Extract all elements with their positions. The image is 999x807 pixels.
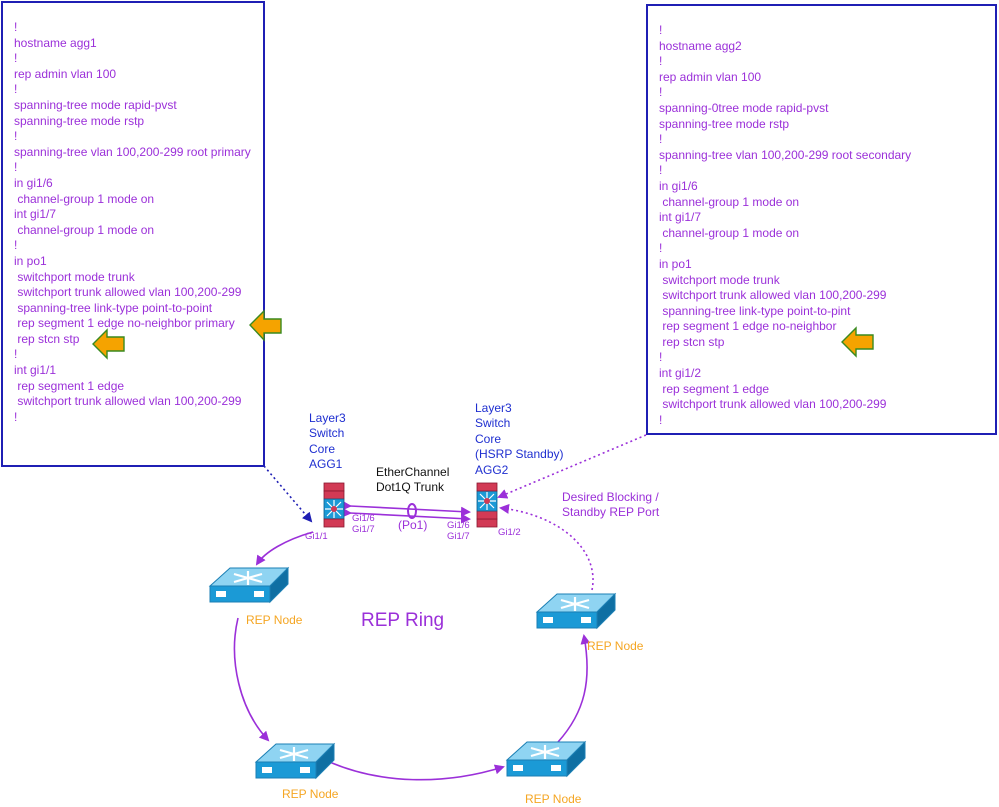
config-line: spanning-tree link-type point-to-point — [14, 300, 213, 315]
agg1-callout-connector — [263, 465, 313, 523]
agg1-port-gi1-6-7: Gi1/6 Gi1/7 — [352, 513, 375, 535]
agg1-core-switch-icon — [323, 482, 345, 528]
config-line: channel-group 1 mode on — [14, 222, 155, 237]
config-line: int gi1/2 — [659, 366, 702, 381]
config-line: ! — [14, 347, 18, 362]
config-line: channel-group 1 mode on — [14, 191, 155, 206]
config-line: spanning-tree link-type point-to-pint — [659, 303, 851, 318]
ring-link-node2-node3 — [324, 759, 505, 781]
config-line: ! — [14, 51, 18, 66]
config-line: in gi1/6 — [14, 175, 53, 190]
config-line: in po1 — [659, 256, 692, 271]
agg2-callout-connector — [497, 434, 647, 499]
rep-node-1-label: REP Node — [246, 613, 303, 627]
rep-node-2-icon — [254, 742, 336, 780]
config-line: spanning-0tree mode rapid-pvst — [659, 100, 829, 115]
config-line: spanning-tree vlan 100,200-299 root prim… — [14, 144, 251, 159]
agg1-config-box: !hostname agg1!rep admin vlan 100!spanni… — [1, 1, 265, 467]
config-line: ! — [14, 409, 18, 424]
config-line: ! — [14, 82, 18, 97]
rep-node-4-label: REP Node — [587, 639, 644, 653]
config-line: ! — [659, 23, 663, 37]
orange-arrow-icon — [92, 328, 125, 360]
ring-link-agg1-node1 — [255, 531, 314, 566]
config-line: switchport trunk allowed vlan 100,200-29… — [14, 285, 242, 300]
config-line: ! — [659, 54, 663, 69]
config-line: rep segment 1 edge no-neighbor primary — [14, 316, 235, 331]
agg2-config-box: !hostname agg2!rep admin vlan 100!spanni… — [646, 4, 997, 435]
config-line: ! — [659, 132, 663, 147]
config-line: ! — [14, 160, 18, 175]
rep-node-4-icon — [535, 592, 617, 630]
rep-node-3-icon — [505, 740, 587, 778]
orange-arrow-icon — [249, 309, 282, 342]
config-line: switchport mode trunk — [659, 272, 780, 287]
config-line: rep stcn stp — [659, 334, 725, 349]
agg2-config-lines: !hostname agg2!rep admin vlan 100!spanni… — [659, 23, 911, 428]
config-line: rep admin vlan 100 — [659, 69, 762, 84]
config-line: spanning-tree mode rstp — [659, 116, 790, 131]
etherchannel-label: EtherChannel Dot1Q Trunk — [376, 465, 450, 495]
config-line: rep admin vlan 100 — [14, 66, 117, 81]
agg2-port-gi1-2: Gi1/2 — [498, 527, 521, 538]
orange-arrow-icon — [841, 326, 874, 358]
config-line: int gi1/7 — [14, 207, 57, 222]
ring-link-node3-node4 — [557, 634, 591, 743]
agg1-config-lines: !hostname agg1!rep admin vlan 100!spanni… — [14, 20, 251, 425]
config-line: switchport trunk allowed vlan 100,200-29… — [659, 288, 887, 303]
po1-label: (Po1) — [398, 518, 428, 532]
rep-ring-label: REP Ring — [361, 610, 445, 631]
config-line: ! — [659, 412, 663, 427]
rep-node-1-icon — [208, 566, 290, 604]
config-line: rep segment 1 edge — [14, 378, 125, 393]
ring-link-node1-node2 — [233, 617, 270, 742]
config-line: int gi1/1 — [14, 363, 57, 378]
agg1-label: Layer3 Switch Core AGG1 — [309, 411, 346, 472]
config-line: hostname agg2 — [659, 38, 742, 53]
config-line: hostname agg1 — [14, 35, 97, 50]
config-line: switchport trunk allowed vlan 100,200-29… — [659, 397, 887, 412]
agg1-port-gi1-1: Gi1/1 — [305, 531, 328, 542]
config-line: ! — [659, 350, 663, 365]
config-line: switchport mode trunk — [14, 269, 135, 284]
config-line: in gi1/6 — [659, 178, 698, 193]
config-line: switchport trunk allowed vlan 100,200-29… — [14, 394, 242, 409]
config-line: ! — [14, 238, 18, 253]
rep-node-2-label: REP Node — [282, 787, 339, 801]
config-line: in po1 — [14, 253, 47, 268]
config-line: ! — [14, 20, 18, 34]
config-line: int gi1/7 — [659, 210, 702, 225]
config-line: rep segment 1 edge no-neighbor — [659, 319, 837, 334]
config-line: rep stcn stp — [14, 331, 80, 346]
etherchannel-bundle-icon — [407, 503, 417, 519]
config-line: channel-group 1 mode on — [659, 194, 800, 209]
config-line: spanning-tree mode rstp — [14, 113, 145, 128]
agg2-label: Layer3 Switch Core (HSRP Standby) AGG2 — [475, 401, 564, 477]
config-line: channel-group 1 mode on — [659, 225, 800, 240]
config-line: rep segment 1 edge — [659, 381, 770, 396]
config-line: spanning-tree vlan 100,200-299 root seco… — [659, 147, 912, 162]
rep-node-3-label: REP Node — [525, 792, 582, 806]
config-line: ! — [659, 241, 663, 256]
desired-blocking-label: Desired Blocking / Standby REP Port — [562, 490, 660, 520]
config-line: spanning-tree mode rapid-pvst — [14, 97, 177, 112]
agg2-port-gi1-6-7: Gi1/6 Gi1/7 — [447, 520, 470, 542]
config-line: ! — [14, 129, 18, 144]
agg2-core-switch-icon — [476, 482, 498, 528]
config-line: ! — [659, 163, 663, 178]
config-line: ! — [659, 85, 663, 100]
